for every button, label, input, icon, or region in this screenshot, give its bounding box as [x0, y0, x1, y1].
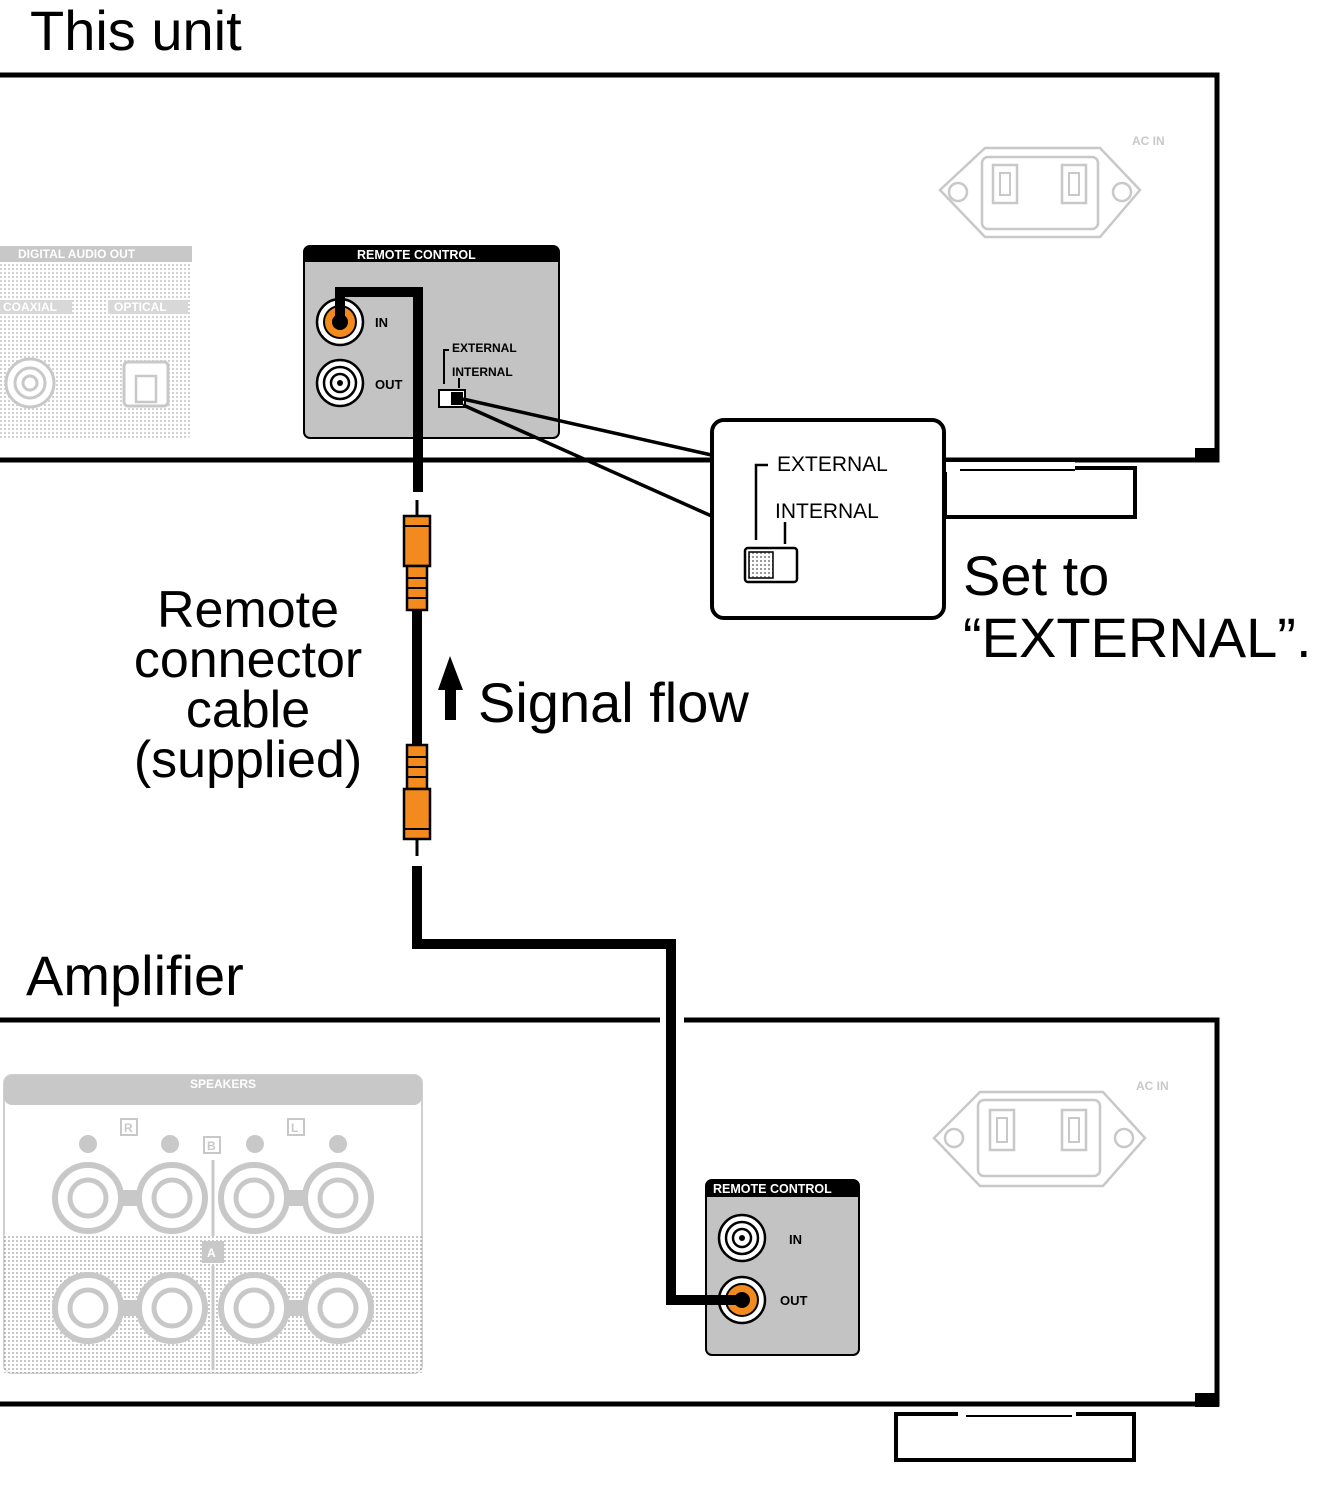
bank-b-label: B: [207, 1139, 216, 1153]
optical-jack[interactable]: [122, 360, 170, 408]
amplifier-ac-inlet: AC IN: [932, 1079, 1169, 1188]
amplifier-remote-in-label: IN: [789, 1232, 802, 1247]
callout-pointer: [462, 397, 717, 520]
cable-label-line-2: connector: [134, 631, 362, 689]
unit-remote-panel-title: REMOTE CONTROL: [357, 248, 476, 262]
speaker-terminal-b-r-plus[interactable]: [52, 1162, 124, 1234]
cable-label: Remote connector cable (supplied): [134, 581, 362, 789]
amplifier-chassis: [0, 1017, 1220, 1462]
unit-chassis: [0, 72, 1220, 519]
speaker-terminal-b-l-minus[interactable]: [218, 1162, 290, 1234]
signal-flow-arrow: [438, 656, 463, 720]
channel-r-label: R: [124, 1121, 133, 1135]
unit-remote-panel: REMOTE CONTROL IN OUT EXTERNAL INTERNAL: [303, 245, 560, 439]
amplifier-ac-in-label: AC IN: [1136, 1079, 1169, 1093]
callout-note-line2: “EXTERNAL”.: [963, 606, 1312, 669]
speaker-terminal-b-r-minus[interactable]: [136, 1162, 208, 1234]
unit-title: This unit: [30, 0, 242, 62]
speaker-terminal-b-l-plus[interactable]: [302, 1162, 374, 1234]
callout-internal-label: INTERNAL: [775, 500, 879, 523]
cable-label-line-3: cable: [186, 681, 310, 739]
unit-remote-out-label: OUT: [375, 377, 403, 392]
optical-label: OPTICAL: [114, 300, 167, 314]
digital-audio-out-label: DIGITAL AUDIO OUT: [18, 247, 136, 261]
amplifier-remote-panel-title: REMOTE CONTROL: [713, 1182, 832, 1196]
speaker-terminal-a-l-plus[interactable]: [302, 1272, 374, 1344]
amplifier-remote-out-label: OUT: [780, 1293, 808, 1308]
cable-label-line-4: (supplied): [134, 731, 362, 789]
speaker-terminal-a-r-minus[interactable]: [136, 1272, 208, 1344]
bank-a-label: A: [207, 1246, 216, 1260]
cable-label-line-1: Remote: [157, 581, 339, 639]
channel-l-label: L: [291, 1121, 298, 1135]
unit-switch-internal-label: INTERNAL: [452, 365, 513, 379]
unit-remote-in-label: IN: [375, 315, 388, 330]
speaker-terminal-a-l-minus[interactable]: [218, 1272, 290, 1344]
callout-note-line1: Set to: [963, 544, 1109, 607]
digital-audio-out-panel: DIGITAL AUDIO OUT COAXIAL OPTICAL: [0, 246, 192, 438]
coaxial-label: COAXIAL: [3, 300, 57, 314]
callout-external-label: EXTERNAL: [777, 453, 888, 476]
unit-ac-inlet: AC IN: [938, 134, 1165, 239]
unit-switch-external-label: EXTERNAL: [452, 341, 517, 355]
speakers-label: SPEAKERS: [190, 1077, 256, 1091]
speakers-panel: SPEAKERS R L B A: [3, 1074, 423, 1374]
speaker-terminal-a-r-plus[interactable]: [52, 1272, 124, 1344]
unit-ac-in-label: AC IN: [1132, 134, 1165, 148]
switch-callout: EXTERNAL INTERNAL: [710, 418, 946, 620]
amplifier-remote-panel: REMOTE CONTROL IN OUT: [705, 1179, 860, 1356]
amplifier-title: Amplifier: [26, 944, 244, 1007]
signal-flow-label: Signal flow: [478, 671, 749, 734]
coaxial-jack[interactable]: [4, 357, 56, 409]
